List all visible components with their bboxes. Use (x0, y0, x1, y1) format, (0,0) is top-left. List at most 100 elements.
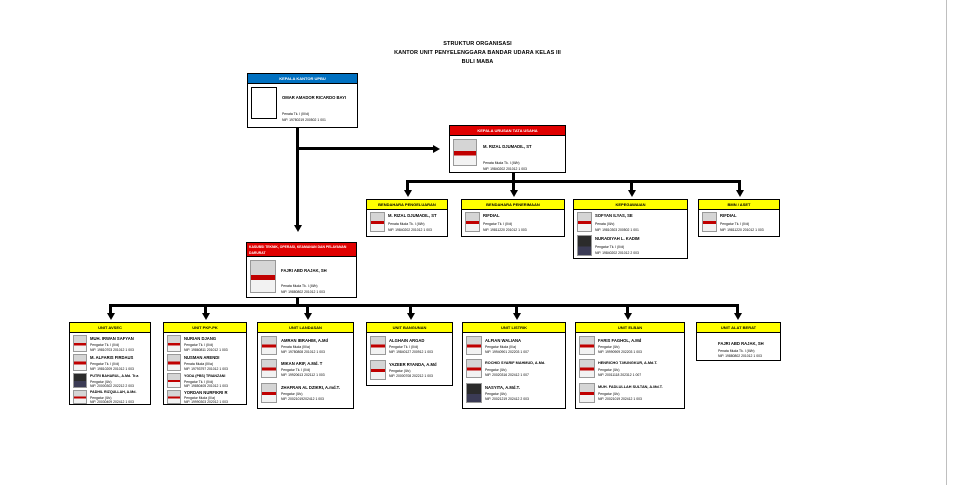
person-name: RIFDIAL (720, 213, 737, 218)
head-office-header: KEPALA KANTOR UPBU (248, 74, 357, 84)
person-name: NUSMAN ARENDI (184, 355, 220, 360)
admin-unit-box-1: BENDAHARA PENGELUARAN M. RIZAL DJUMADIL,… (366, 199, 448, 237)
person-photo (465, 212, 480, 232)
person-nip: NIP. 19810209 201012 1 003 (90, 367, 134, 371)
connector-tech-down (296, 297, 299, 306)
person-name: AMRAN IBRAHIM, A.Md (281, 338, 329, 343)
person-rank: Penata Muda (III/a) (281, 345, 311, 349)
person-rank: Pengatur Tk. I (II/d) (720, 222, 750, 226)
person-name: NURIAN DJANG (184, 336, 217, 341)
person-photo (167, 390, 181, 404)
person-rank: Pengatur Tk. I (II/d) (281, 368, 311, 372)
person-rank: Pengatur Tk. I (II/d) (90, 362, 120, 366)
person-rank: Pengatur Tk. I (II/d) (595, 245, 625, 249)
person-nip: NIP. 19840202 201012 1 003 (388, 228, 432, 232)
arrow-unit-6 (623, 313, 632, 320)
person-photo (261, 359, 277, 378)
person-name: MUH. FADLULLAH SULTAN, A.Md.T. (598, 385, 663, 389)
person-name: PADHIL RIZQULLAH, A.Md. (90, 390, 137, 394)
person-photo (579, 359, 595, 378)
person-name: ROCHID SYARIF MAHMUD, A.Md. (485, 361, 546, 365)
person-photo (577, 235, 592, 256)
unit-box-avsec: UNIT AVSEC MUH. IRWAN SAFYAN Pengatur Tk… (69, 322, 151, 405)
person-rank: Pengatur (II/c) (598, 368, 620, 372)
admin-unit-header: BENDAHARA PENERIMAAN (462, 200, 564, 210)
unit-header: UNIT ALAT BERAT (697, 323, 780, 333)
arrow-unit-4 (406, 313, 415, 320)
person-nip: NIP. 19860811 201012 1 003 (184, 348, 228, 352)
connector-admin-drop-4 (738, 180, 741, 192)
person-photo (167, 373, 181, 388)
unit-box-pkppk: UNIT PKP-PK NURIAN DJANG Pengatur Tk. I … (163, 322, 247, 405)
tech-head-nip: NIP. 19880802 201012 1 003 (281, 290, 325, 294)
person-rank: Pengatur Tk. I (II/d) (389, 345, 419, 349)
person-rank: Pengatur (II/c) (281, 392, 303, 396)
person-photo (466, 336, 482, 355)
arrow-unit-5 (512, 313, 521, 320)
person-nip: NIP. 19810303 200502 1 001 (595, 228, 639, 232)
person-nip: NIP. 19810703 201012 1 003 (90, 348, 134, 352)
person-photo (73, 373, 87, 388)
arrow-to-admin (433, 144, 440, 153)
person-name: ALGHAIN ARGAD (389, 338, 425, 343)
connector-admin-drop-3 (630, 180, 633, 192)
unit-header: UNIT LISTRIK (463, 323, 565, 333)
connector-tech-bus (109, 304, 739, 307)
person-nip: NIP. 19793797 201012 1 003 (184, 367, 228, 371)
person-rank: Penata Muda (III/a) (184, 362, 214, 366)
unit-header: UNIT LANDASAN (258, 323, 353, 333)
chart-title-line-2: KANTOR UNIT PENYELENGGARA BANDAR UDARA K… (394, 50, 561, 56)
connector-unit-drop-5 (515, 304, 518, 315)
person-rank: Pengatur (II/c) (90, 396, 112, 400)
person-photo (73, 390, 87, 404)
person-name: PUTRI BAHARUL, A.Md. Tr.a (90, 374, 139, 378)
tech-head-box: KASUBSI TEKNIK, OPERASI, KEAMANAN DAN PE… (246, 242, 357, 298)
person-nip: NIP. 19811220 201012 1 003 (720, 228, 764, 232)
person-photo (370, 360, 386, 380)
connector-unit-drop-1 (109, 304, 112, 315)
person-name: RIFDIAL (483, 213, 500, 218)
connector-unit-drop-6 (626, 304, 629, 315)
person-rank: Pengatur Muda (II/a) (184, 396, 216, 400)
head-rank: Penata Tk. I (III/d) (282, 112, 310, 116)
tech-head-header: KASUBSI TEKNIK, OPERASI, KEAMANAN DAN PE… (247, 243, 356, 257)
person-photo (702, 212, 717, 232)
arrow-unit-1 (106, 313, 115, 320)
admin-unit-box-4: BMN / ASET RIFDIAL Pengatur Tk. I (II/d)… (698, 199, 780, 237)
person-photo (466, 383, 482, 403)
head-nip: NIP. 19780219 200502 1 001 (282, 118, 326, 122)
admin-unit-header: KEPEGAWAIAN (574, 200, 687, 210)
connector-head-to-admin (298, 147, 434, 150)
unit-header: UNIT PKP-PK (164, 323, 246, 333)
person-name: YODA (PBS) TRIANZANI (184, 374, 226, 378)
tech-head-photo (250, 260, 276, 293)
chart-title-line-1: STRUKTUR ORGANISASI (443, 41, 512, 47)
unit-header: UNIT BANGUNAN (367, 323, 452, 333)
person-photo (167, 335, 181, 352)
person-rank: Pengatur (II/c) (90, 380, 112, 384)
person-name: HENRICHO T.MUNGKUR, A.Md.T. (598, 361, 658, 365)
admin-head-box: KEPALA URUSAN TATA USAHA M. RIZAL DJUMAD… (449, 125, 566, 173)
unit-box-bangunan: UNIT BANGUNAN ALGHAIN ARGAD Pengatur Tk.… (366, 322, 453, 386)
person-nip: NIP. 19920613 202112 1 003 (281, 373, 325, 377)
admin-head-rank: Penata Muda Tk. I (III/b) (483, 161, 520, 165)
person-name: MUH. IRWAN SAFYAN (90, 336, 134, 341)
admin-head-photo (453, 139, 477, 166)
connector-admin-down (512, 172, 515, 181)
connector-admin-bus (406, 180, 741, 183)
arrow-admin-unit-4 (735, 190, 744, 197)
admin-head-header: KEPALA URUSAN TATA USAHA (450, 126, 565, 136)
connector-unit-drop-2 (204, 304, 207, 315)
person-rank: Penata Muda Tk. I (III/b) (388, 222, 425, 226)
person-photo (370, 212, 385, 232)
person-rank: Penata Muda Tk. I (III/b) (718, 349, 755, 353)
person-name: YORDAN NURFIKRI R (184, 390, 228, 395)
person-photo (167, 354, 181, 371)
person-nip: NIP. 20020316 202412 1 007 (485, 373, 529, 377)
person-rank: Pengatur Tk. I (II/d) (90, 343, 120, 347)
arrow-unit-3 (303, 313, 312, 320)
person-rank: Penata (III/c) (595, 222, 615, 226)
admin-unit-box-2: BENDAHARA PENERIMAAN RIFDIAL Pengatur Tk… (461, 199, 565, 237)
person-nip: NIP. 19880802 201012 1 003 (718, 354, 762, 358)
person-nip: NIP. 20021019202412 1 003 (281, 397, 324, 401)
